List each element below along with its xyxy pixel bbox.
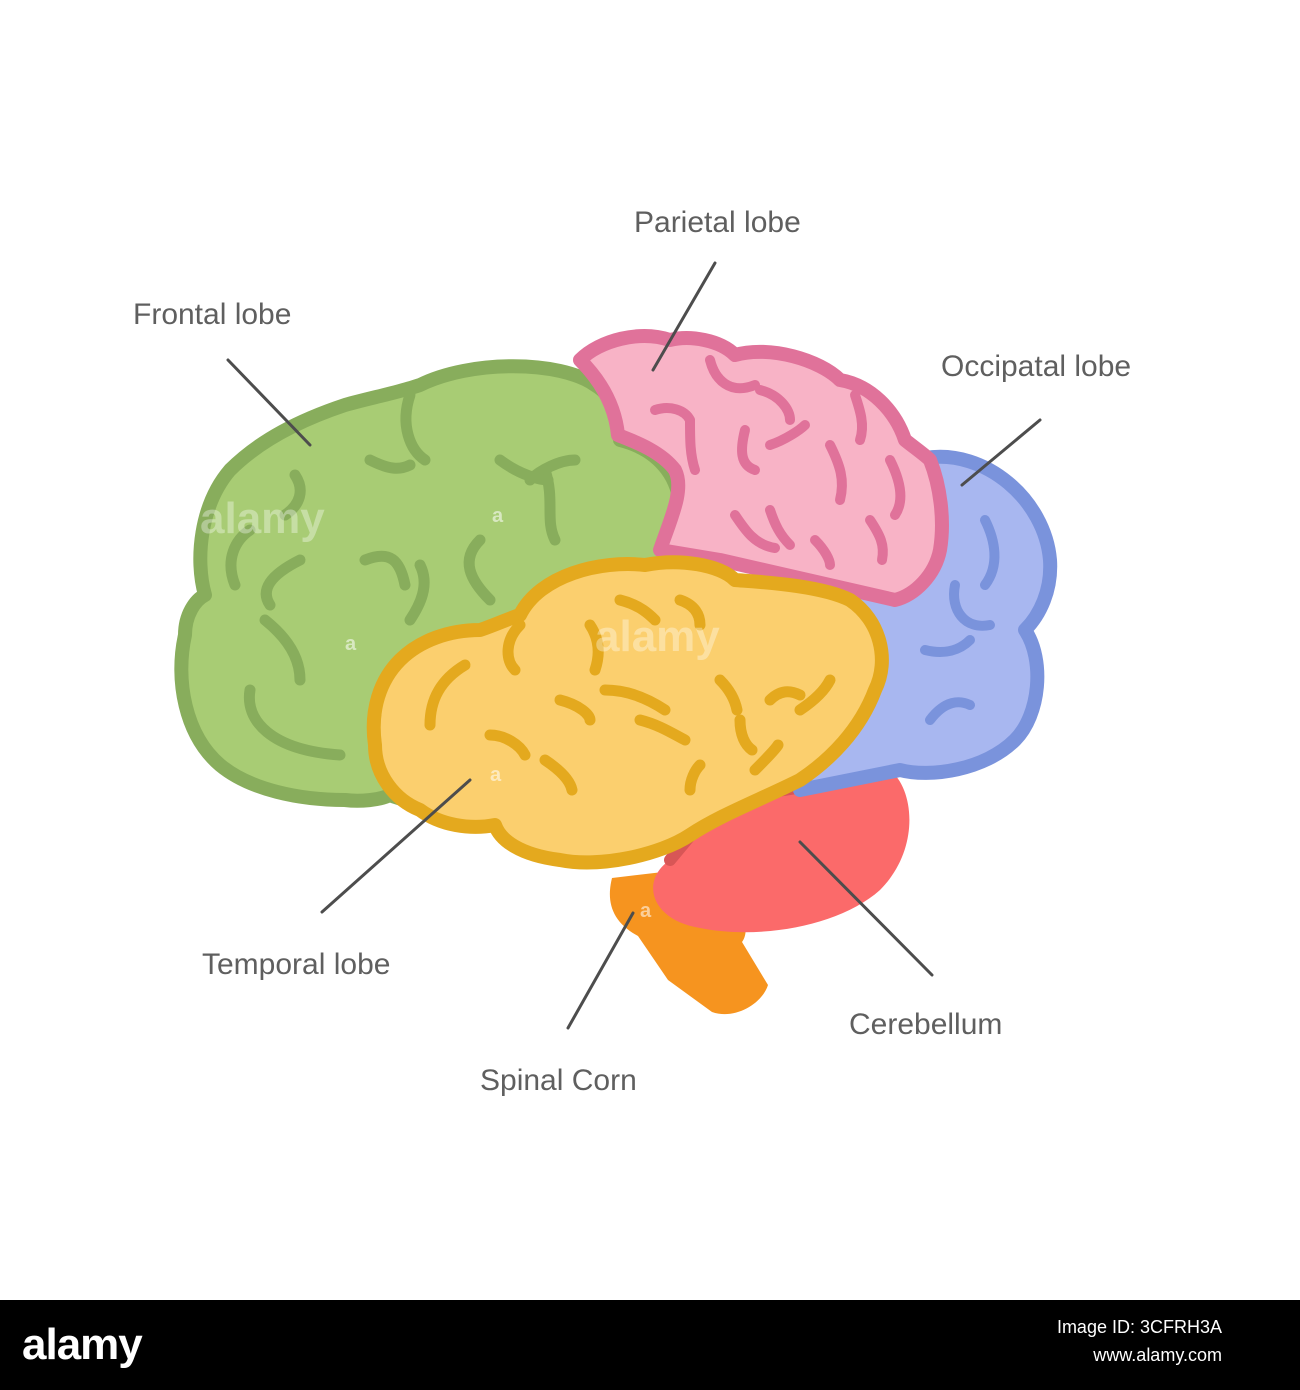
- label-cerebellum: Cerebellum: [849, 1008, 1003, 1041]
- site-url: www.alamy.com: [1093, 1344, 1222, 1365]
- label-temporal-lobe: Temporal lobe: [202, 948, 391, 981]
- image-id: Image ID: 3CFRH3A: [1056, 1317, 1222, 1337]
- leader-line-frontal: [226, 358, 312, 447]
- leader-line-spinal: [566, 911, 635, 1030]
- leader-line-cerebellum: [798, 840, 934, 977]
- leader-line-occipital: [960, 418, 1042, 487]
- label-occipital-lobe: Occipatal lobe: [941, 350, 1132, 383]
- footer-bar: alamy Image ID: 3CFRH3A www.alamy.com: [0, 1300, 1300, 1390]
- brain-illustration: [174, 261, 1058, 1030]
- brain-diagram: alamy alamy a a a a Parietal lobe Fronta…: [133, 206, 1132, 1097]
- label-parietal-lobe: Parietal lobe: [634, 206, 801, 239]
- label-frontal-lobe: Frontal lobe: [133, 298, 292, 331]
- watermark-letter: a: [492, 505, 504, 527]
- leader-line-temporal: [320, 778, 472, 914]
- watermark-letter: a: [490, 764, 502, 786]
- watermark-center: alamy: [595, 612, 720, 661]
- label-spinal-cord: Spinal Corn: [480, 1064, 637, 1097]
- watermark-letter: a: [345, 633, 357, 655]
- leader-lines: [226, 261, 1042, 1030]
- temporal-lobe: [366, 555, 889, 870]
- footer-image-info: Image ID: 3CFRH3A www.alamy.com: [1057, 1314, 1222, 1370]
- leader-line-parietal: [651, 261, 717, 372]
- watermark-left: alamy: [200, 494, 325, 543]
- frontal-lobe: [174, 359, 688, 808]
- alamy-logo: alamy: [22, 1320, 143, 1369]
- parietal-lobe: [573, 329, 949, 607]
- watermark-letter: a: [640, 900, 652, 922]
